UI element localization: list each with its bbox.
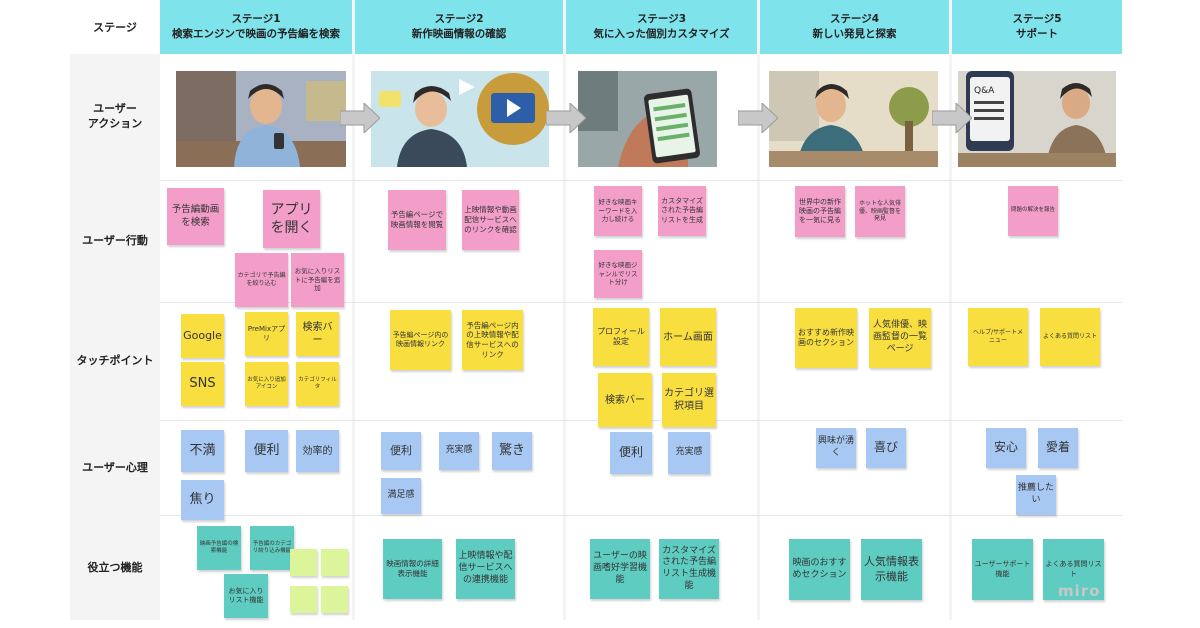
sticky-note[interactable]: 予告編ページ内の映画情報リンク — [390, 310, 451, 370]
stage-5-header: ステージ5 サポート — [952, 0, 1122, 54]
sticky-note[interactable]: 推薦したい — [1016, 475, 1056, 515]
sticky-note[interactable]: 予告編動画を検索 — [167, 188, 224, 245]
sticky-note[interactable]: 好きな映画キーワードを入力し続ける — [594, 186, 642, 236]
sticky-note[interactable]: お気に入り追加アイコン — [245, 362, 288, 406]
arrow-right-icon — [340, 103, 380, 133]
sticky-note[interactable]: 便利 — [381, 432, 421, 470]
sticky-note[interactable]: 不満 — [181, 430, 224, 472]
sticky-note[interactable]: お気に入りリスト機能 — [224, 574, 268, 618]
sticky-note[interactable] — [321, 586, 348, 613]
sticky-note[interactable]: 上映情報や配信サービスへの連携機能 — [456, 539, 515, 599]
arrow-right-icon — [932, 103, 972, 133]
sticky-note[interactable] — [290, 549, 317, 576]
sticky-note[interactable]: ヘルプ/サポートメニュー — [968, 308, 1028, 366]
sticky-note[interactable]: 検索バー — [296, 312, 339, 356]
stage-4-subtitle: 新しい発見と探索 — [812, 28, 897, 40]
sticky-note[interactable]: 安心 — [986, 428, 1026, 468]
stage-1-title: ステージ1 — [231, 12, 281, 25]
stage-1-header: ステージ1 検索エンジンで映画の予告編を検索 — [160, 0, 352, 54]
sticky-note[interactable]: アプリを開く — [263, 190, 320, 248]
arrow-right-icon — [738, 103, 778, 133]
stage-3-subtitle: 気に入った個別カスタマイズ — [593, 28, 730, 40]
sticky-note[interactable]: 世界中の新作映画の予告編を一気に見る — [795, 186, 845, 237]
svg-text:Q&A: Q&A — [974, 86, 995, 96]
miro-watermark: miro — [1058, 582, 1101, 600]
sticky-note[interactable]: ホットな人気俳優、映画監督を発見 — [855, 186, 905, 237]
stage-3-illustration — [578, 71, 717, 167]
row-separator — [160, 515, 1122, 516]
stage-2-subtitle: 新作映画情報の確認 — [411, 28, 507, 40]
sticky-note[interactable]: 便利 — [245, 430, 288, 472]
sticky-note[interactable]: 人気情報表示機能 — [861, 539, 922, 600]
sticky-note[interactable]: ユーザーサポート機能 — [972, 539, 1033, 600]
sticky-note[interactable]: 予告編のカテゴリ絞り込み機能 — [250, 526, 294, 570]
stage-4-illustration — [769, 71, 938, 167]
sticky-note[interactable]: 興味が湧く — [816, 428, 856, 468]
sticky-note[interactable]: カテゴリフィルタ — [296, 362, 339, 406]
row-label-user-action: ユーザー アクション — [70, 54, 160, 180]
sticky-note[interactable]: 映画情報の詳細表示機能 — [383, 539, 442, 599]
stage-1-illustration — [176, 71, 346, 167]
sticky-note[interactable] — [321, 549, 348, 576]
sticky-note[interactable]: 満足感 — [381, 478, 421, 514]
row-separator — [160, 180, 1122, 181]
sticky-note[interactable]: 驚き — [492, 432, 532, 470]
stage-2-illustration — [371, 71, 549, 167]
sticky-note[interactable]: よくある質問リスト — [1040, 308, 1100, 366]
sticky-note[interactable]: カスタマイズされた予告編リスト生成機能 — [659, 539, 719, 599]
sticky-note[interactable]: 便利 — [610, 432, 652, 474]
sticky-note[interactable]: 愛着 — [1038, 428, 1078, 468]
row-separator — [160, 302, 1122, 303]
row-label-user-psychology: ユーザー心理 — [70, 421, 160, 515]
row-label-touchpoint: タッチポイント — [70, 303, 160, 420]
stage-4-title: ステージ4 — [829, 12, 880, 25]
sticky-note[interactable]: カテゴリ選択項目 — [662, 373, 716, 427]
sticky-note[interactable]: 映画のおすすめセクション — [789, 539, 850, 600]
sticky-note[interactable]: 問題の解決を報告 — [1008, 186, 1058, 236]
sticky-note[interactable]: Google — [181, 314, 224, 358]
sticky-note[interactable]: PreMixアプリ — [245, 312, 288, 356]
sticky-note[interactable]: 予告編ページで映画情報を閲覧 — [388, 190, 446, 250]
sticky-note[interactable]: お気に入りリストに予告編を追加 — [291, 253, 344, 307]
sticky-note[interactable]: 効率的 — [296, 430, 339, 472]
sticky-note[interactable]: おすすめ新作映画のセクション — [795, 308, 857, 368]
sticky-note[interactable]: よくある質問リスト — [1043, 539, 1104, 600]
sticky-note[interactable]: 上映情報や動画配信サービスへのリンクを確認 — [462, 190, 519, 250]
sticky-note[interactable]: SNS — [181, 362, 224, 406]
stage-header-label: ステージ — [70, 0, 160, 54]
sticky-note[interactable]: 映画予告編の検索機能 — [197, 526, 241, 570]
sticky-note[interactable]: プロフィール設定 — [593, 308, 649, 366]
sticky-note[interactable]: 人気俳優、映画監督の一覧ページ — [869, 308, 931, 368]
stage-5-subtitle: サポート — [1016, 28, 1058, 40]
sticky-note[interactable]: 焦り — [181, 480, 224, 520]
stage-2-title: ステージ2 — [434, 12, 484, 25]
row-label-features: 役立つ機能 — [70, 516, 160, 620]
stage-5-title: ステージ5 — [1012, 12, 1062, 25]
stage-3-header: ステージ3 気に入った個別カスタマイズ — [566, 0, 757, 54]
stage-1-subtitle: 検索エンジンで映画の予告編を検索 — [172, 28, 340, 40]
stage-3-title: ステージ3 — [636, 12, 687, 25]
row-label-user-behavior: ユーザー行動 — [70, 181, 160, 302]
stage-4-header: ステージ4 新しい発見と探索 — [760, 0, 949, 54]
stage-2-header: ステージ2 新作映画情報の確認 — [355, 0, 563, 54]
sticky-note[interactable]: ユーザーの映画嗜好学習機能 — [590, 539, 650, 599]
arrow-right-icon — [546, 103, 586, 133]
sticky-note[interactable]: 検索バー — [598, 373, 652, 427]
sticky-note[interactable]: ホーム画面 — [660, 308, 716, 366]
sticky-note[interactable]: 充実感 — [668, 432, 710, 474]
sticky-note[interactable]: 喜び — [866, 428, 906, 468]
stage-5-illustration: Q&A — [958, 71, 1116, 167]
sticky-note[interactable]: カテゴリで予告編を絞り込む — [235, 253, 288, 307]
sticky-note[interactable]: 充実感 — [439, 432, 479, 470]
sticky-note[interactable]: 好きな映画ジャンルでリスト分け — [594, 250, 642, 298]
sticky-note[interactable]: 予告編ページ内の上映情報や配信サービスへのリンク — [462, 310, 523, 370]
sticky-note[interactable]: カスタマイズされた予告編リストを生成 — [658, 186, 706, 236]
sticky-note[interactable] — [290, 586, 317, 613]
